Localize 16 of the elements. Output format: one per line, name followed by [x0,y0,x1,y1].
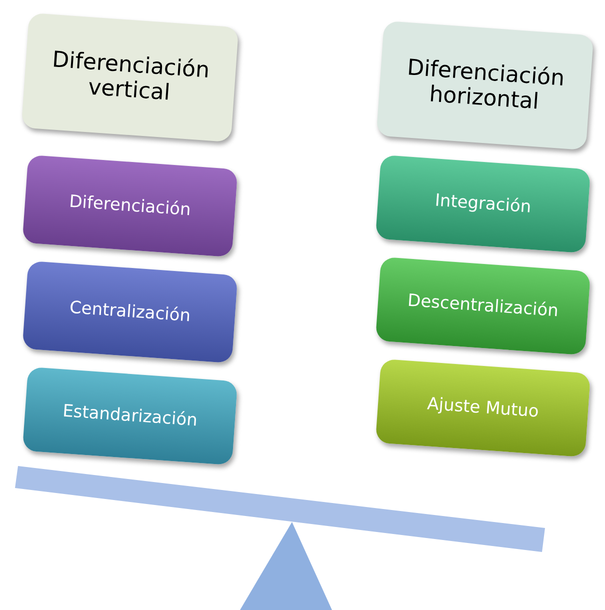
heading-text: Diferenciación horizontal [405,54,566,116]
category-card [375,154,591,254]
heading-text: Diferenciación vertical [50,46,212,108]
category-card [22,260,238,364]
category-label: Diferenciación [68,192,192,220]
heading-card [21,12,239,142]
category-card [22,366,238,466]
category-label: Integración [434,190,532,218]
category-card [375,358,591,458]
category-label: Centralización [68,298,192,326]
heading-card [376,20,594,150]
category-label: Ajuste Mutuo [426,394,540,422]
category-label: Estandarización [62,401,198,431]
category-card [22,154,238,258]
category-label: Descentralización [406,290,560,322]
category-card [375,256,591,356]
